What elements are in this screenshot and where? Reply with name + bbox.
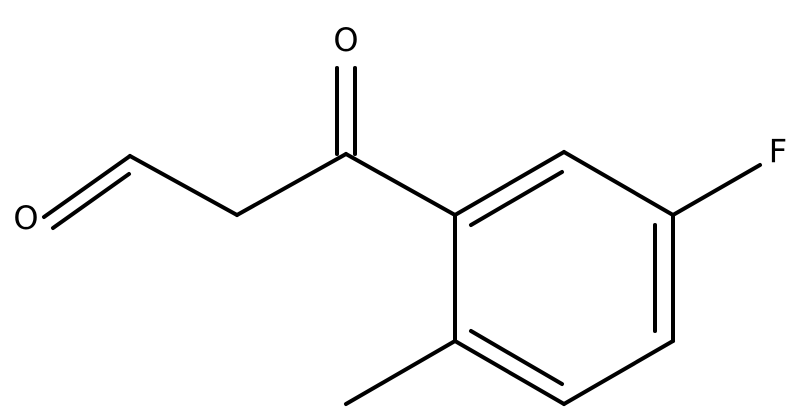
bond-ring-5 [453, 339, 566, 406]
bond-ring-1 [453, 150, 566, 217]
atom-label-fluorine: F [769, 132, 787, 170]
bond-aldehyde-co-2 [51, 172, 131, 230]
bond-ring-1-inner [469, 170, 564, 227]
bond-c-f [671, 163, 762, 217]
bonds [42, 66, 762, 406]
bond-chain-2 [235, 152, 348, 217]
bond-aldehyde-co-1 [42, 154, 132, 219]
bond-chain-1 [128, 154, 239, 217]
atom-label-oxygen-aldehyde: O [13, 199, 38, 237]
atom-label-oxygen-ketone: O [333, 21, 358, 59]
atom-labels: O O F [13, 21, 787, 237]
bond-methyl [344, 339, 457, 406]
bond-ring-4 [562, 339, 675, 406]
bond-carbonyl-ring [344, 152, 457, 217]
bond-ring-2 [562, 150, 675, 217]
bond-ring-5-inner [469, 329, 564, 386]
